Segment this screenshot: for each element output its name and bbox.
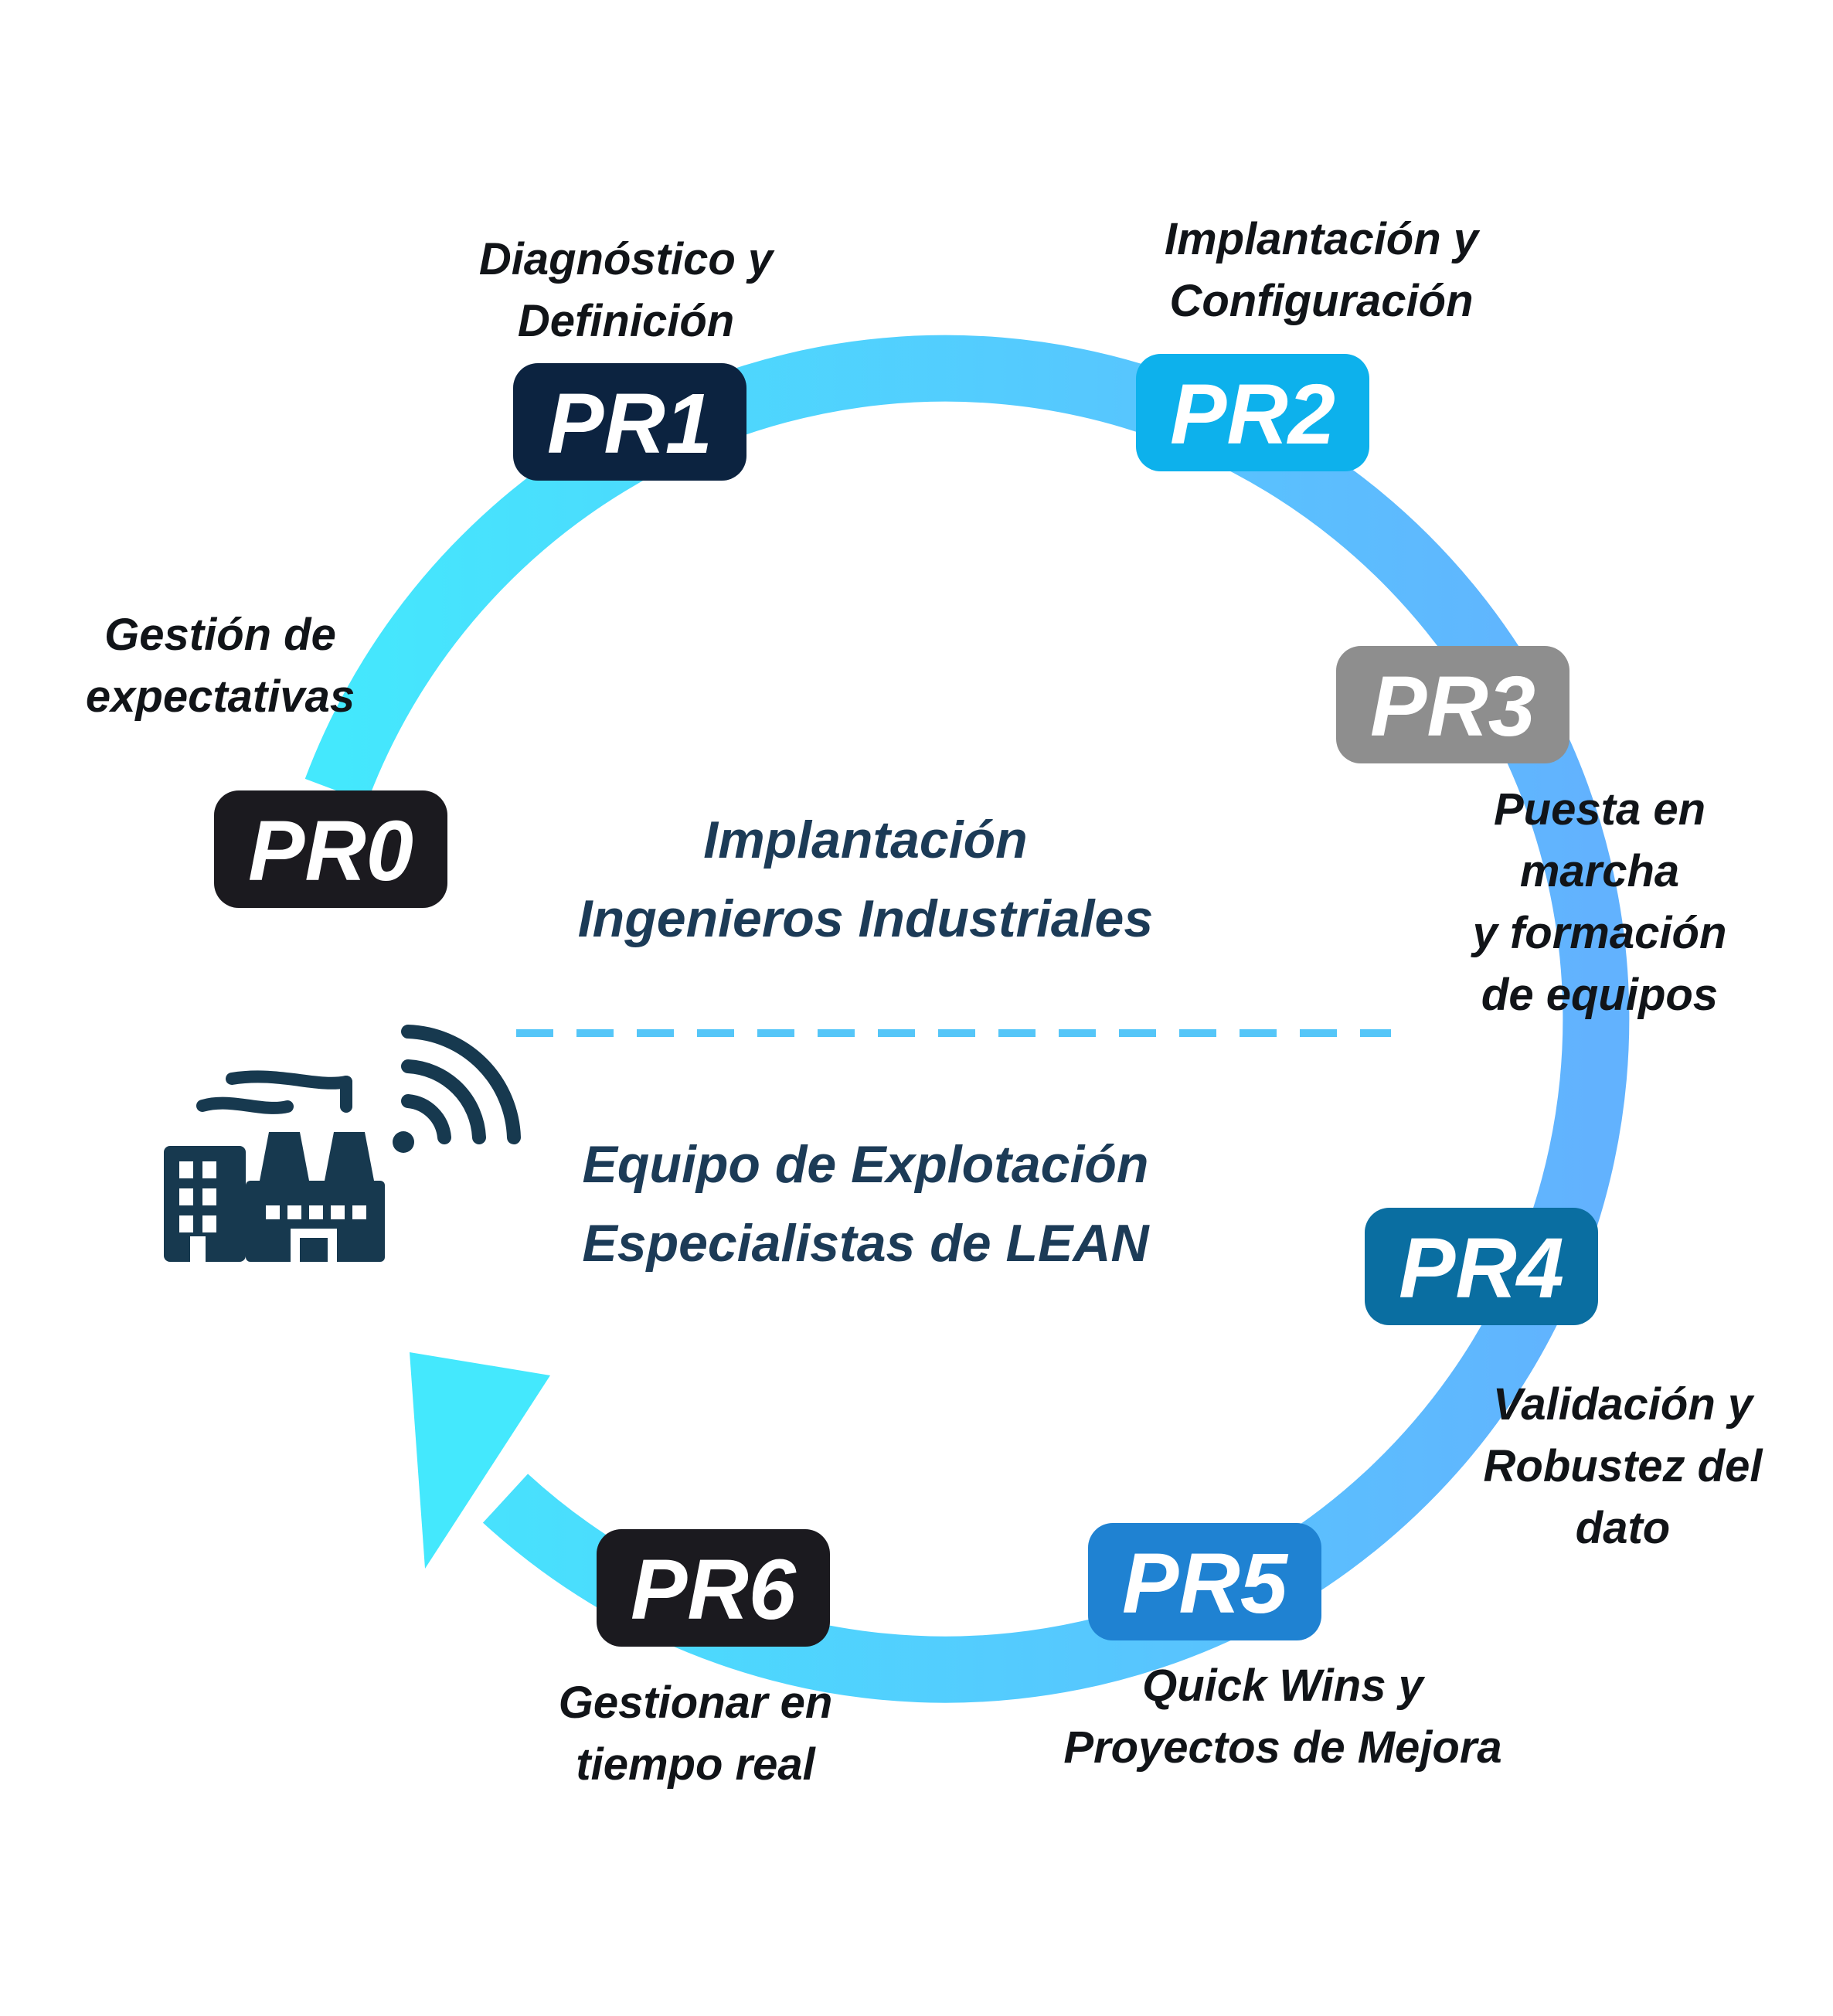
desc-line: Definición — [517, 296, 735, 346]
badge-bg — [214, 790, 447, 908]
center-bottom-label: Equipo de Explotación Especialistas de L… — [556, 1125, 1175, 1283]
phase-desc-pr3: Puesta en marcha y formación de equipos — [1437, 779, 1762, 1026]
phase-badge-pr5: PR5 — [1088, 1523, 1321, 1640]
badge-label: PR2 — [1170, 367, 1335, 462]
desc-line: Robustez del — [1483, 1441, 1763, 1491]
phase-desc-pr4: Validación y Robustez del dato — [1453, 1374, 1793, 1559]
badge-label: PR5 — [1122, 1536, 1289, 1631]
desc-line: expectativas — [85, 671, 355, 722]
badge-bg — [1336, 646, 1569, 763]
phase-badge-pr4: PR4 — [1365, 1208, 1598, 1325]
center-line: Implantación — [703, 811, 1028, 869]
desc-line: Gestionar en — [558, 1678, 833, 1728]
badge-label: PR3 — [1370, 659, 1535, 754]
phase-desc-pr1: Diagnóstico y Definición — [433, 229, 819, 352]
center-line: Equipo de Explotación — [582, 1135, 1149, 1194]
center-line: Especialistas de LEAN — [582, 1214, 1149, 1273]
desc-line: y formación — [1472, 908, 1727, 958]
badge-label: PR6 — [631, 1542, 797, 1637]
cycle-arrowhead — [410, 1352, 550, 1569]
phase-badge-pr6: PR6 — [597, 1529, 830, 1647]
badge-bg — [1136, 354, 1369, 471]
badge-label: PR1 — [547, 376, 712, 471]
desc-line: tiempo real — [576, 1739, 815, 1790]
desc-line: Proyectos de Mejora — [1063, 1722, 1502, 1773]
badge-label: PR0 — [248, 804, 413, 899]
desc-line: Validación y — [1492, 1379, 1753, 1430]
badge-bg — [1365, 1208, 1598, 1325]
phase-desc-pr0: Gestión de expectativas — [46, 604, 394, 728]
badge-bg — [1088, 1523, 1321, 1640]
phase-desc-pr5: Quick Wins y Proyectos de Mejora — [1043, 1655, 1522, 1779]
center-top-label: Implantación Ingenieros Industriales — [556, 801, 1175, 958]
desc-line: Diagnóstico y — [478, 234, 774, 284]
badge-label: PR4 — [1399, 1221, 1564, 1316]
phase-badge-pr3: PR3 — [1336, 646, 1569, 763]
desc-line: Gestión de — [104, 610, 336, 660]
cycle-ring — [304, 335, 1630, 1703]
desc-line: Quick Wins y — [1142, 1661, 1423, 1711]
badge-bg — [513, 363, 746, 481]
desc-line: de equipos — [1481, 970, 1719, 1020]
phase-badge-pr0: PR0 — [214, 790, 447, 908]
phase-desc-pr6: Gestionar en tiempo real — [525, 1672, 865, 1796]
center-line: Ingenieros Industriales — [577, 889, 1154, 948]
desc-line: Puesta en — [1494, 784, 1705, 835]
desc-line: Configuración — [1169, 276, 1474, 326]
desc-line: marcha — [1519, 846, 1680, 896]
badge-bg — [597, 1529, 830, 1647]
smart-factory-icon — [164, 1025, 521, 1262]
desc-line: Implantación y — [1164, 214, 1479, 264]
phase-badge-pr2: PR2 — [1136, 354, 1369, 471]
phase-badge-pr1: PR1 — [513, 363, 746, 481]
phase-desc-pr2: Implantación y Configuración — [1121, 209, 1522, 332]
desc-line: dato — [1575, 1503, 1671, 1553]
